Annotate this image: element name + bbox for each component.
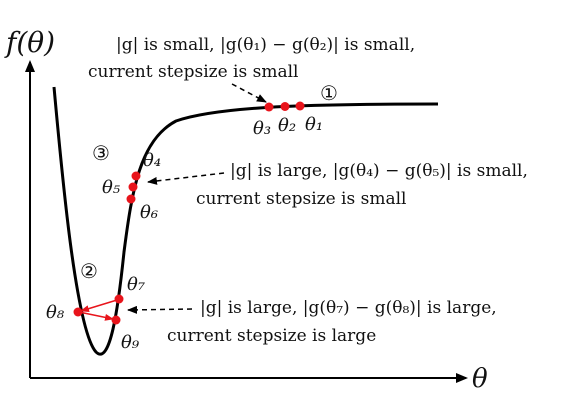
label-theta3: θ₃ — [253, 118, 271, 139]
point-theta9 — [111, 315, 121, 325]
pointer-arrow-top — [231, 83, 267, 103]
point-theta4 — [131, 171, 141, 181]
marker-3: ③ — [92, 141, 110, 165]
point-theta8 — [73, 307, 83, 317]
point-theta5 — [128, 182, 138, 192]
y-axis-label: f(θ) — [4, 26, 55, 59]
step-arrow-theta7-to-theta8 — [80, 299, 118, 313]
label-theta4: θ₄ — [143, 150, 161, 171]
label-theta2: θ₂ — [278, 115, 296, 136]
point-theta7 — [114, 294, 124, 304]
marker-1: ① — [320, 81, 338, 105]
label-theta5: θ₅ — [102, 177, 120, 198]
annotation-mid-line1: |g| is large, |g(θ₄) − g(θ₅)| is small, — [230, 161, 528, 181]
marker-2: ② — [80, 259, 98, 283]
annotation-bot-line1: |g| is large, |g(θ₇) − g(θ₈)| is large, — [200, 298, 497, 318]
pointer-arrow-bot — [127, 305, 193, 314]
annotation-top-line2: current stepsize is small — [88, 62, 298, 82]
label-theta6: θ₆ — [140, 202, 158, 223]
annotation-bot-line2: current stepsize is large — [167, 326, 376, 346]
point-theta6 — [126, 194, 136, 204]
point-theta2 — [280, 102, 290, 111]
step-arrow-theta8-to-theta9 — [78, 311, 114, 321]
pointer-arrow-mid — [147, 172, 225, 185]
label-theta9: θ₉ — [121, 332, 140, 353]
x-axis-label: θ — [472, 364, 488, 394]
label-theta7: θ₇ — [127, 274, 145, 295]
annotation-mid-line2: current stepsize is small — [196, 189, 406, 209]
point-theta1 — [295, 101, 305, 111]
label-theta1: θ₁ — [305, 114, 323, 135]
loss-curve — [52, 86, 439, 356]
label-theta8: θ₈ — [46, 302, 65, 323]
point-theta3 — [264, 102, 274, 112]
annotation-top-line1: |g| is small, |g(θ₁) − g(θ₂)| is small, — [116, 35, 415, 55]
